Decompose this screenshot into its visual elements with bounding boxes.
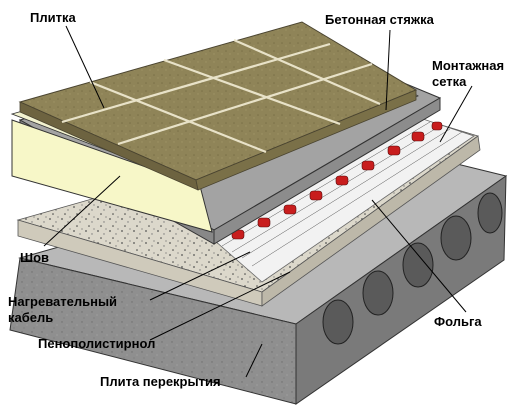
cable-loop <box>387 145 401 156</box>
cable-loop <box>431 121 443 131</box>
foam-side-face <box>261 135 481 307</box>
label-foil: Фольга <box>434 314 482 329</box>
cable-loop <box>283 204 297 215</box>
leader-line <box>65 25 105 109</box>
tile-side-edge <box>195 89 417 191</box>
cable-loop <box>411 131 425 142</box>
leader-lines <box>43 25 473 378</box>
cable-loop <box>257 217 271 228</box>
label-mesh-line2: сетка <box>432 74 467 89</box>
screed-side-face <box>213 97 441 245</box>
tile-grout-lines <box>61 38 381 154</box>
slab-hole <box>477 192 503 234</box>
seam-front-face <box>11 119 213 233</box>
leader-line <box>149 251 251 301</box>
label-seam: Шов <box>20 250 49 265</box>
mesh-grid <box>221 121 463 267</box>
heating-cable <box>231 121 443 240</box>
tile-layer <box>18 21 418 191</box>
cable-loop <box>309 190 323 201</box>
mounting-mesh-layer <box>213 117 475 283</box>
label-cable-line2: кабель <box>8 310 53 325</box>
slab-hole <box>322 299 354 345</box>
leader-line <box>149 271 291 341</box>
label-foam: Пенополистирнол <box>38 336 155 351</box>
cable-loop <box>361 160 375 171</box>
cable-loop <box>335 175 349 186</box>
slab-hole <box>440 215 472 261</box>
label-screed: Бетонная стяжка <box>325 12 435 27</box>
label-cable-line1: Нагревательный <box>8 294 117 309</box>
label-slab: Плита перекрытия <box>100 374 221 389</box>
label-mesh-line1: Монтажная <box>432 58 504 73</box>
leader-line <box>385 29 391 111</box>
leader-line <box>371 199 467 313</box>
leader-line <box>43 175 121 247</box>
leader-line <box>439 85 473 143</box>
diagram-labels: Плитка Бетонная стяжка Монтажная сетка Ш… <box>8 10 504 389</box>
slab-hole <box>362 270 394 316</box>
leader-line <box>245 343 263 378</box>
slab-hole <box>402 242 434 288</box>
label-tile: Плитка <box>30 10 76 25</box>
